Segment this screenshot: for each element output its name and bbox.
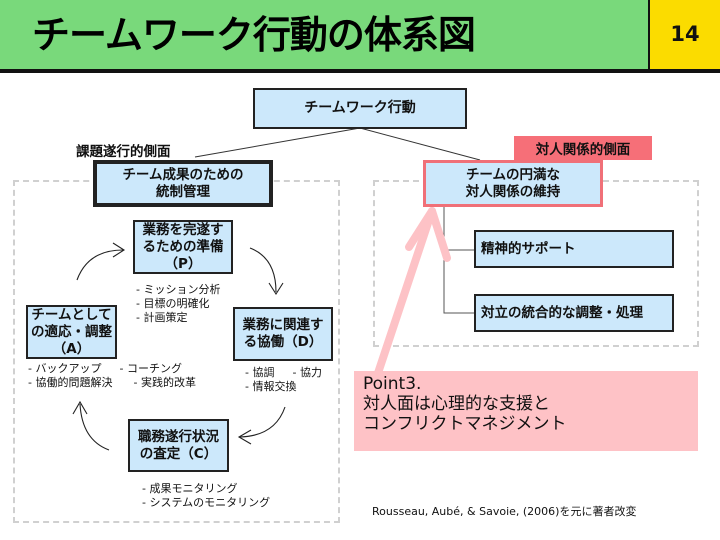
callout-line2: 対人面は心理的な支援と (363, 394, 550, 414)
callout-line3: コンフリクトマネジメント (363, 414, 567, 434)
relation-side-title-line1: チームの円満な (465, 166, 561, 183)
list-item: - バックアップ (28, 362, 102, 375)
list-item: - 協調 (245, 366, 275, 379)
task-side-title-line2: 統制管理 (156, 183, 210, 200)
task-side-title: チーム成果のための 統制管理 (93, 160, 273, 207)
list-item: - 計画策定 (136, 311, 188, 324)
root-to-relation-connector (359, 127, 481, 161)
list-item: - 目標の明確化 (136, 297, 210, 310)
slide-title: チームワーク行動の体系図 (32, 13, 476, 57)
point-callout: Point3. 対人面は心理的な支援と コンフリクトマネジメント (354, 371, 698, 451)
list-item: - 情報交換 (245, 380, 297, 393)
relation-side-title: チームの円満な 対人関係の維持 (423, 160, 603, 207)
cycle-node-plan: 業務を完遂す るための準備 （P） (133, 220, 233, 274)
root-node: チームワーク行動 (253, 88, 467, 129)
slide-number-badge: 14 (650, 0, 720, 69)
list-item: - ミッション分析 (136, 283, 221, 296)
list-item: - 協働的問題解決 (28, 376, 113, 389)
list-item: - 実践的改革 (133, 376, 196, 389)
list-item: - コーチング (119, 362, 182, 375)
act-activity-list: - バックアップ - コーチング - 協働的問題解決 - 実践的改革 (28, 362, 196, 390)
relation-side-title-line2: 対人関係の維持 (465, 183, 561, 200)
source-citation: Rousseau, Aubé, & Savoie, (2006)を元に著者改変 (372, 505, 637, 518)
root-node-label: チームワーク行動 (304, 100, 416, 116)
do-activity-list: - 協調 - 協力 - 情報交換 (245, 366, 322, 394)
list-item: - 成果モニタリング (142, 482, 238, 495)
check-activity-list: - 成果モニタリング - システムのモニタリング (142, 482, 270, 510)
task-side-title-line1: チーム成果のための (122, 166, 244, 183)
list-item: - システムのモニタリング (142, 496, 271, 509)
plan-activity-list: - ミッション分析 - 目標の明確化 - 計画策定 (136, 283, 220, 325)
root-to-task-connector (194, 127, 361, 158)
cycle-node-act: チームとして の適応・調整 （A） (26, 305, 117, 359)
slide-header: チームワーク行動の体系図 14 (0, 0, 720, 73)
header-divider (0, 69, 720, 73)
task-aspect-label: 課題遂行的側面 (76, 144, 171, 160)
title-banner: チームワーク行動の体系図 (0, 0, 650, 69)
slide-number: 14 (670, 22, 700, 46)
cycle-node-check: 職務遂行状況 の査定（C） (128, 419, 229, 472)
relation-child-conflict-management: 対立の統合的な調整・処理 (474, 294, 674, 332)
list-item: - 協力 (292, 366, 322, 379)
relation-aspect-label: 対人関係的側面 (514, 136, 652, 160)
callout-line1: Point3. (363, 374, 422, 394)
cycle-node-do: 業務に関連す る協働（D） (233, 307, 333, 361)
relation-child-mental-support: 精神的サポート (474, 230, 674, 268)
